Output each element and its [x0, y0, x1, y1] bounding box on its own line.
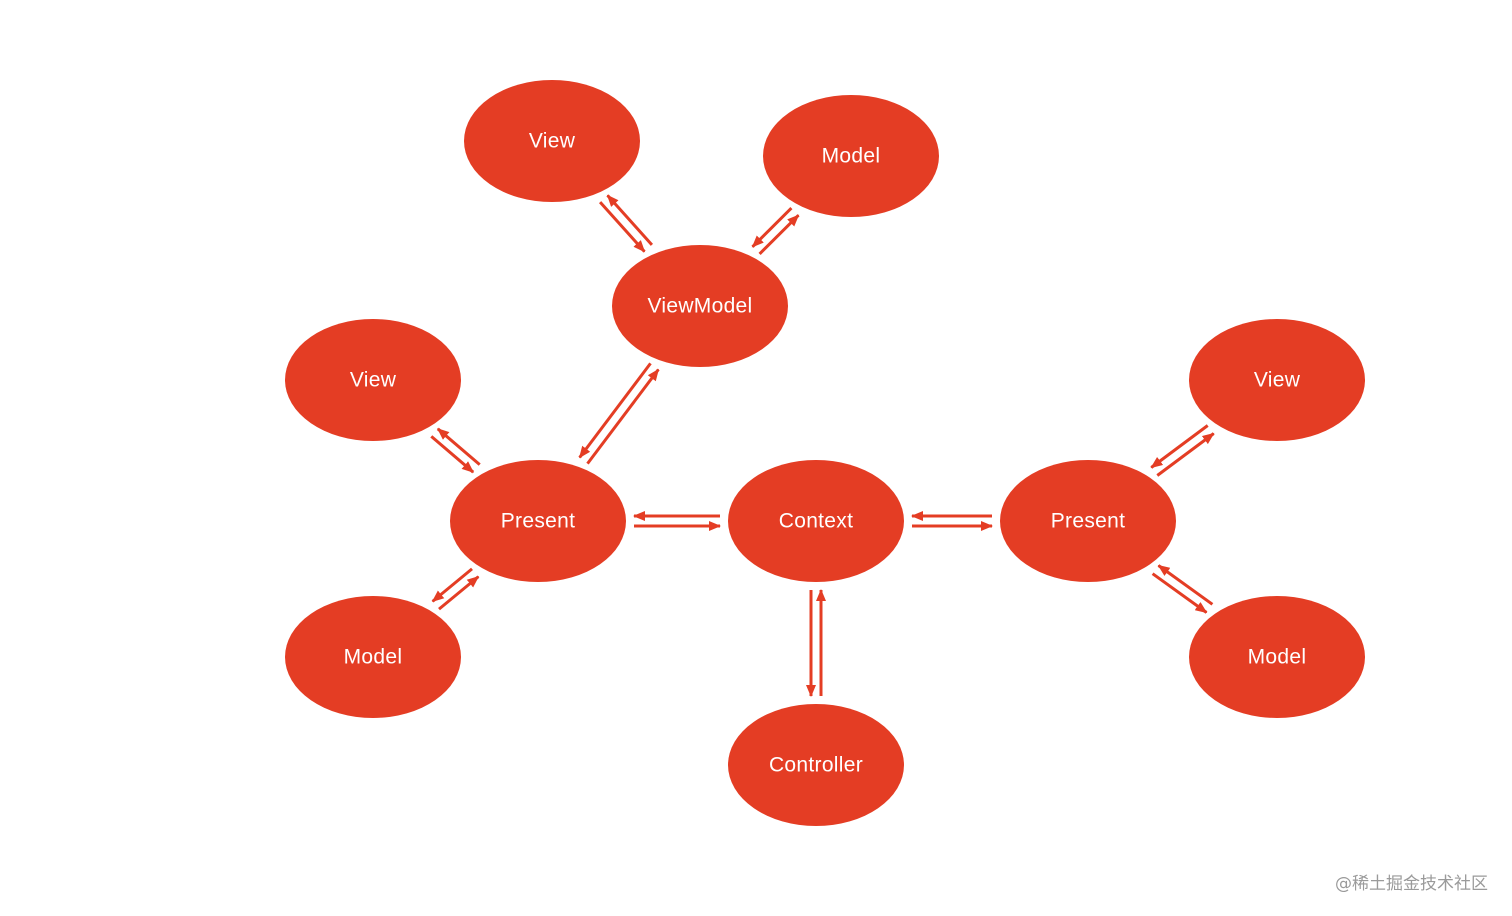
node-label-viewmodel: ViewModel [647, 295, 752, 318]
node-model-right: Model [1189, 596, 1365, 718]
node-shape-present-left [450, 460, 626, 582]
arrow-present-left-to-view-left [436, 427, 481, 466]
arrow-present-left-to-viewmodel [586, 368, 660, 465]
node-label-view-right: View [1254, 369, 1301, 392]
arrow-model-left-to-present-left [438, 575, 480, 611]
arrow-viewmodel-to-model-top [758, 214, 800, 255]
arrow-view-left-to-present-left [430, 435, 475, 474]
node-label-view-top: View [529, 130, 576, 153]
node-label-model-right: Model [1248, 646, 1307, 669]
arrow-model-right-to-present-right [1157, 564, 1214, 606]
node-shape-view-left [285, 319, 461, 441]
node-shape-controller [728, 704, 904, 826]
node-label-present-right: Present [1051, 510, 1125, 533]
node-context: Context [728, 460, 904, 582]
node-label-present-left: Present [501, 510, 575, 533]
node-shape-context [728, 460, 904, 582]
node-label-model-left: Model [344, 646, 403, 669]
node-model-left: Model [285, 596, 461, 718]
arrow-present-right-to-view-right [1156, 432, 1215, 477]
node-label-model-top: Model [822, 145, 881, 168]
arrow-present-left-to-model-left [431, 567, 473, 603]
node-shape-model-top [763, 95, 939, 217]
node-present-left: Present [450, 460, 626, 582]
node-shape-present-right [1000, 460, 1176, 582]
node-controller: Controller [728, 704, 904, 826]
node-shape-model-right [1189, 596, 1365, 718]
node-label-controller: Controller [769, 754, 863, 777]
node-label-view-left: View [350, 369, 397, 392]
node-shape-view-right [1189, 319, 1365, 441]
node-viewmodel: ViewModel [612, 245, 788, 367]
arrow-present-right-to-model-right [1151, 572, 1208, 614]
node-present-right: Present [1000, 460, 1176, 582]
node-view-left: View [285, 319, 461, 441]
node-view-top: View [464, 80, 640, 202]
arrow-view-top-to-viewmodel [598, 201, 646, 253]
arrow-view-right-to-present-right [1150, 424, 1209, 469]
node-shape-view-top [464, 80, 640, 202]
watermark-text: @稀土掘金技术社区 [1335, 874, 1488, 894]
node-model-top: Model [763, 95, 939, 217]
node-label-context: Context [779, 510, 853, 533]
node-shape-viewmodel [612, 245, 788, 367]
arrow-model-top-to-viewmodel [751, 207, 793, 248]
node-view-right: View [1189, 319, 1365, 441]
arrow-viewmodel-to-view-top [606, 194, 654, 246]
arrow-viewmodel-to-present-left [578, 362, 652, 459]
node-shape-model-left [285, 596, 461, 718]
